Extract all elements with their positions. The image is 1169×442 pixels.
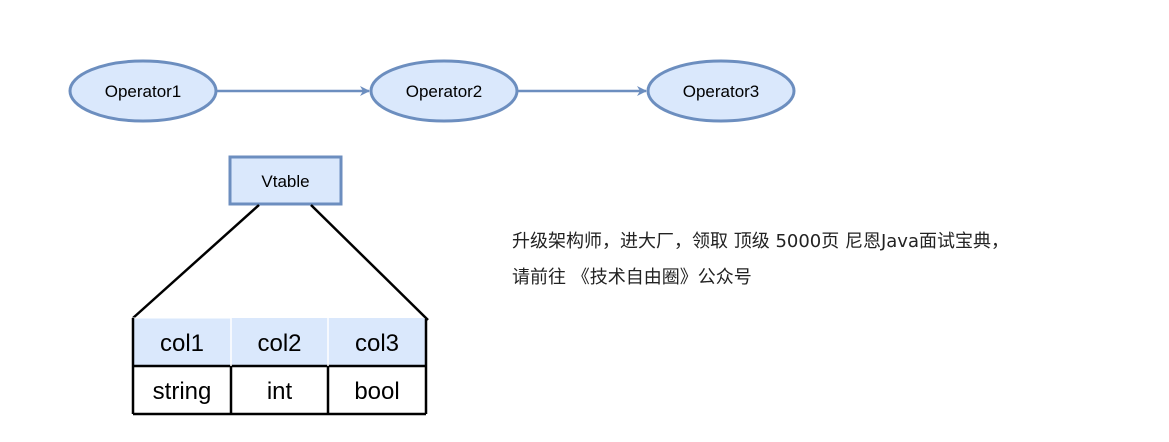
vtable-connector-left xyxy=(132,204,260,319)
operator3-node xyxy=(646,59,796,123)
promo-note-line1: 升级架构师，进大厂，领取 顶级 5000页 尼恩Java面试宝典， xyxy=(512,231,1009,252)
promo-note: 升级架构师，进大厂，领取 顶级 5000页 尼恩Java面试宝典， 请前往 《技… xyxy=(512,224,1152,296)
table-type-col2: int xyxy=(267,378,293,405)
table-type-col3: bool xyxy=(354,378,399,405)
table-header-row xyxy=(133,318,426,366)
table-type-col1: string xyxy=(153,378,212,405)
table-header-col3: col3 xyxy=(355,330,399,357)
operator1-label: Operator1 xyxy=(105,82,182,101)
operator2-label: Operator2 xyxy=(406,82,483,101)
table-header-col2: col2 xyxy=(257,330,301,357)
table-header-col1: col1 xyxy=(160,330,204,357)
operator3-label: Operator3 xyxy=(683,82,760,101)
vtable-label: Vtable xyxy=(261,172,309,191)
promo-note-line2: 请前往 《技术自由圈》公众号 xyxy=(512,267,752,288)
vtable-connector-right xyxy=(310,204,429,321)
vtable-box xyxy=(228,155,343,206)
